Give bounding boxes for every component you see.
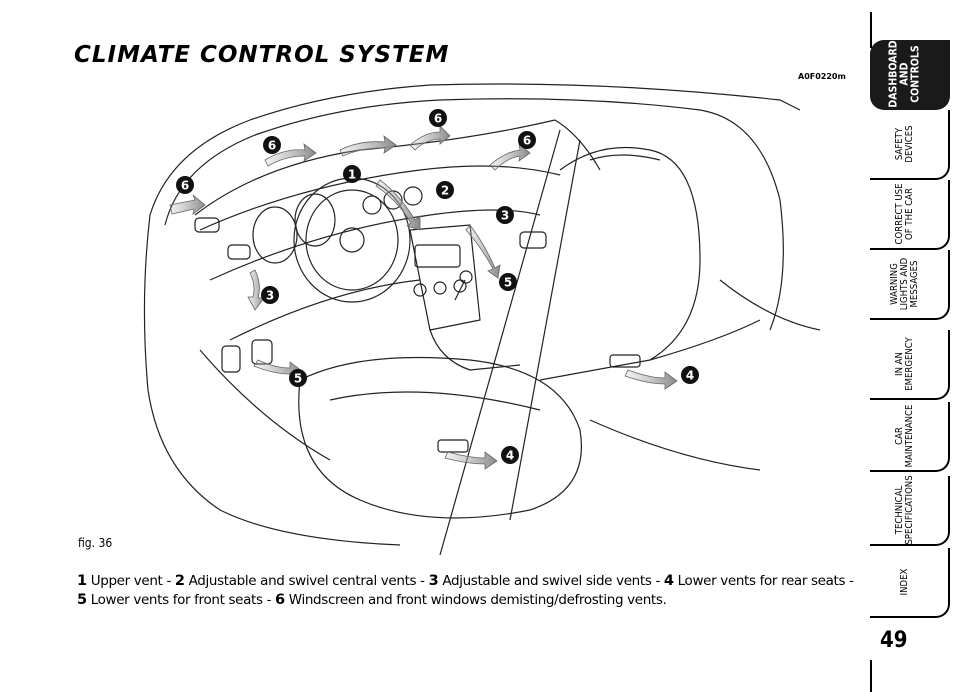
callout-marker — [429, 109, 447, 127]
callout-markers: 1 2 3 3 4 4 5 5 6 6 6 6 — [176, 109, 699, 464]
tab-label: IN AN EMERGENCY — [894, 337, 915, 391]
caption-text: Adjustable and swivel side vents - — [438, 573, 664, 589]
tab-index[interactable]: INDEX — [870, 548, 950, 618]
caption-text: Lower vents for rear seats - — [673, 573, 854, 589]
callout-marker — [176, 176, 194, 194]
tab-label: TECHNICAL SPECIFICATIONS — [894, 475, 915, 545]
tab-car-maintenance[interactable]: CAR MAINTENANCE — [870, 402, 950, 472]
tab-label: CORRECT USE OF THE CAR — [894, 183, 915, 245]
tab-warning-lights[interactable]: WARNING LIGHTS AND MESSAGES — [870, 250, 950, 320]
callout-marker — [343, 165, 361, 183]
callout-number: 5 — [294, 372, 302, 386]
tab-label: CAR MAINTENANCE — [894, 404, 915, 468]
caption-num: 6 — [275, 592, 285, 608]
caption-text: Windscreen and front windows demisting/d… — [284, 592, 667, 608]
callout-marker — [499, 273, 517, 291]
callout-number: 6 — [523, 134, 531, 148]
callout-number: 6 — [268, 139, 276, 153]
page-number: 49 — [880, 628, 908, 653]
callout-marker — [261, 286, 279, 304]
callout-number: 1 — [348, 168, 356, 182]
figure-code: A0F0220m — [798, 72, 846, 81]
caption-num: 3 — [428, 573, 439, 589]
caption-text: Upper vent - — [86, 573, 175, 589]
callout-marker — [496, 206, 514, 224]
tab-rail-top — [870, 12, 872, 48]
tab-dashboard-and-controls[interactable]: DASHBOARD AND CONTROLS — [870, 40, 950, 110]
caption-num: 1 — [77, 573, 87, 589]
caption-text: Adjustable and swivel central vents - — [184, 573, 429, 589]
tab-label: WARNING LIGHTS AND MESSAGES — [889, 257, 920, 311]
caption-num: 2 — [174, 573, 185, 589]
callout-number: 5 — [504, 276, 512, 290]
callout-number: 3 — [501, 209, 509, 223]
tab-label: INDEX — [899, 568, 910, 596]
callout-number: 3 — [266, 289, 274, 303]
tab-label: DASHBOARD AND CONTROLS — [887, 40, 922, 108]
tab-emergency[interactable]: IN AN EMERGENCY — [870, 330, 950, 400]
car-interior-drawing — [143, 83, 821, 556]
figure-label: fig. 36 — [78, 536, 113, 550]
figure-caption: 1 Upper vent - 2 Adjustable and swivel c… — [77, 572, 867, 610]
tab-rail-bottom — [870, 660, 872, 692]
callout-number: 4 — [686, 369, 694, 383]
tab-label: SAFETY DEVICES — [894, 125, 915, 163]
page-title: CLIMATE CONTROL SYSTEM — [74, 42, 450, 68]
tab-technical-specifications[interactable]: TECHNICAL SPECIFICATIONS — [870, 475, 950, 546]
caption-num: 4 — [663, 573, 674, 589]
callout-number: 6 — [181, 179, 189, 193]
callout-marker — [289, 369, 307, 387]
callout-marker — [436, 181, 454, 199]
climate-vents-illustration: 1 2 3 3 4 4 5 5 6 6 6 6 — [143, 83, 821, 556]
callout-marker — [263, 136, 281, 154]
callout-marker — [501, 446, 519, 464]
tab-safety-devices[interactable]: SAFETY DEVICES — [870, 110, 950, 180]
tab-correct-use[interactable]: CORRECT USE OF THE CAR — [870, 180, 950, 250]
callout-marker — [518, 131, 536, 149]
callout-marker — [681, 366, 699, 384]
caption-text: Lower vents for front seats - — [86, 592, 276, 608]
callout-number: 6 — [434, 112, 442, 126]
airflow-arrows — [169, 125, 678, 470]
callout-number: 4 — [506, 449, 514, 463]
callout-number: 2 — [441, 184, 449, 198]
caption-num: 5 — [77, 592, 87, 608]
